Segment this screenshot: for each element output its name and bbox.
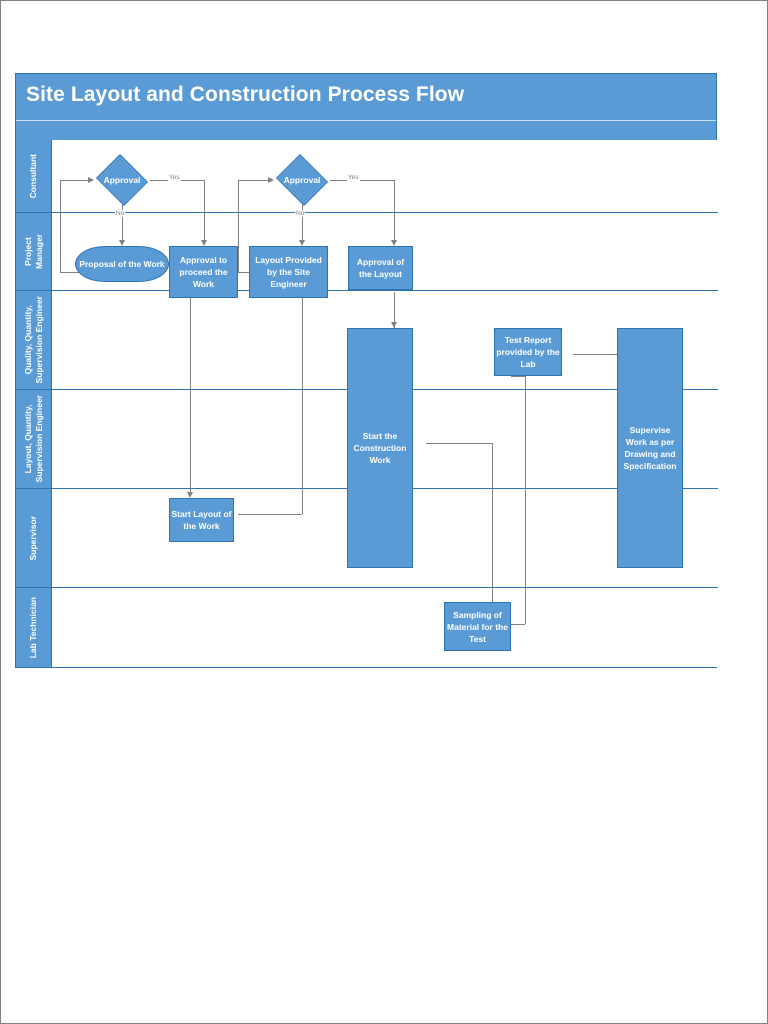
- arrowhead-layout-loop: [268, 176, 274, 183]
- node-sampling-of-material-for-the-test[interactable]: Sampling of Material for the Test: [444, 602, 511, 651]
- connector-approval2-yes-v: [394, 180, 395, 240]
- connector-construction-to-sampling-v: [492, 443, 493, 624]
- arrowhead-proposal-loop: [88, 176, 94, 183]
- node-start-the-construction-work[interactable]: Start the Construction Work: [347, 328, 413, 568]
- lane-body-consultant: [52, 140, 718, 212]
- connector-layout-loop-v: [238, 180, 239, 272]
- edge-label-no-1: No: [115, 210, 126, 217]
- node-test-report-provided-by-the-lab[interactable]: Test Report provided by the Lab: [494, 328, 562, 376]
- swimlane-diagram: Site Layout and Construction Process Flo…: [15, 73, 718, 668]
- lane-label-supervisor: Supervisor: [28, 515, 38, 561]
- connector-startlayout-up: [302, 298, 303, 514]
- lane-lab-technician: Lab Technician: [16, 587, 718, 667]
- edge-label-yes-2: Yes: [347, 174, 360, 181]
- connector-proposal-loop-h2: [60, 180, 88, 181]
- connector-layout-loop-h1: [238, 272, 250, 273]
- node-start-layout-of-the-work[interactable]: Start Layout of the Work: [169, 498, 234, 542]
- lane-label-quality-quantity-supervision-engineer: Quality, Quantity, Supervision Engineer: [22, 296, 44, 384]
- connector-approval1-no-v: [122, 204, 123, 240]
- lane-header-quality-quantity-supervision-engineer: Quality, Quantity, Supervision Engineer: [16, 291, 52, 389]
- connector-approval2-no-v: [302, 204, 303, 240]
- node-layout-provided-by-the-site-engineer[interactable]: Layout Provided by the Site Engineer: [249, 246, 328, 298]
- connector-sampling-right: [511, 624, 525, 625]
- lane-label-layout-quantity-supervision-engineer: Layout, Quantity, Supervision Engineer: [22, 395, 44, 483]
- decision-approval-1-label: Approval: [103, 175, 141, 185]
- diagram-title-strip: [16, 120, 716, 140]
- lane-header-consultant: Consultant: [16, 140, 52, 212]
- connector-approval1-yes-v: [204, 180, 205, 240]
- lane-body-lab-technician: [52, 588, 718, 667]
- lane-header-layout-quantity-supervision-engineer: Layout, Quantity, Supervision Engineer: [16, 390, 52, 488]
- edge-label-no-2: No: [295, 210, 306, 217]
- arrowhead-approval1-no: [118, 240, 125, 246]
- connector-startlayout-right: [238, 514, 302, 515]
- node-supervise-work-as-per-drawing-and-specification[interactable]: Supervise Work as per Drawing and Specif…: [617, 328, 683, 568]
- edge-label-yes-1: Yes: [168, 174, 181, 181]
- lane-label-consultant: Consultant: [28, 153, 38, 199]
- decision-approval-2[interactable]: Approval: [274, 154, 330, 206]
- lane-label-project-manager: Project Manager: [22, 234, 44, 269]
- lane-consultant: Consultant: [16, 140, 718, 212]
- node-approval-to-proceed-the-work[interactable]: Approval to proceed the Work: [169, 246, 238, 298]
- arrowhead-approval2-yes: [390, 240, 397, 246]
- lane-header-project-manager: Project Manager: [16, 213, 52, 290]
- connector-testreport-right: [573, 354, 617, 355]
- connector-approvallayout-to-construction: [394, 292, 395, 328]
- arrowhead-approval2-no: [298, 240, 305, 246]
- connector-proposal-loop-v: [60, 180, 61, 272]
- diagram-title-bar: Site Layout and Construction Process Flo…: [16, 74, 716, 120]
- decision-approval-1[interactable]: Approval: [94, 154, 150, 206]
- connector-proceed-to-startlayout: [190, 292, 191, 492]
- connector-testreport-in: [511, 376, 525, 377]
- lane-header-supervisor: Supervisor: [16, 489, 52, 587]
- connector-proposal-loop-h1: [60, 272, 92, 273]
- arrowhead-construction: [390, 322, 397, 328]
- connector-construction-to-sampling-h: [426, 443, 492, 444]
- connector-sampling-up-right: [525, 376, 526, 624]
- connector-approval2-yes-h: [330, 180, 394, 181]
- decision-approval-2-label: Approval: [283, 175, 321, 185]
- node-approval-of-the-layout[interactable]: Approval of the Layout: [348, 246, 413, 290]
- arrowhead-startlayout: [186, 492, 193, 498]
- connector-layout-loop-h2: [238, 180, 268, 181]
- node-proposal-of-the-work[interactable]: Proposal of the Work: [75, 246, 169, 282]
- lane-header-lab-technician: Lab Technician: [16, 588, 52, 667]
- lane-label-lab-technician: Lab Technician: [28, 596, 38, 659]
- page-title: Site Layout and Construction Process Flo…: [26, 83, 465, 106]
- arrowhead-approval1-yes: [200, 240, 207, 246]
